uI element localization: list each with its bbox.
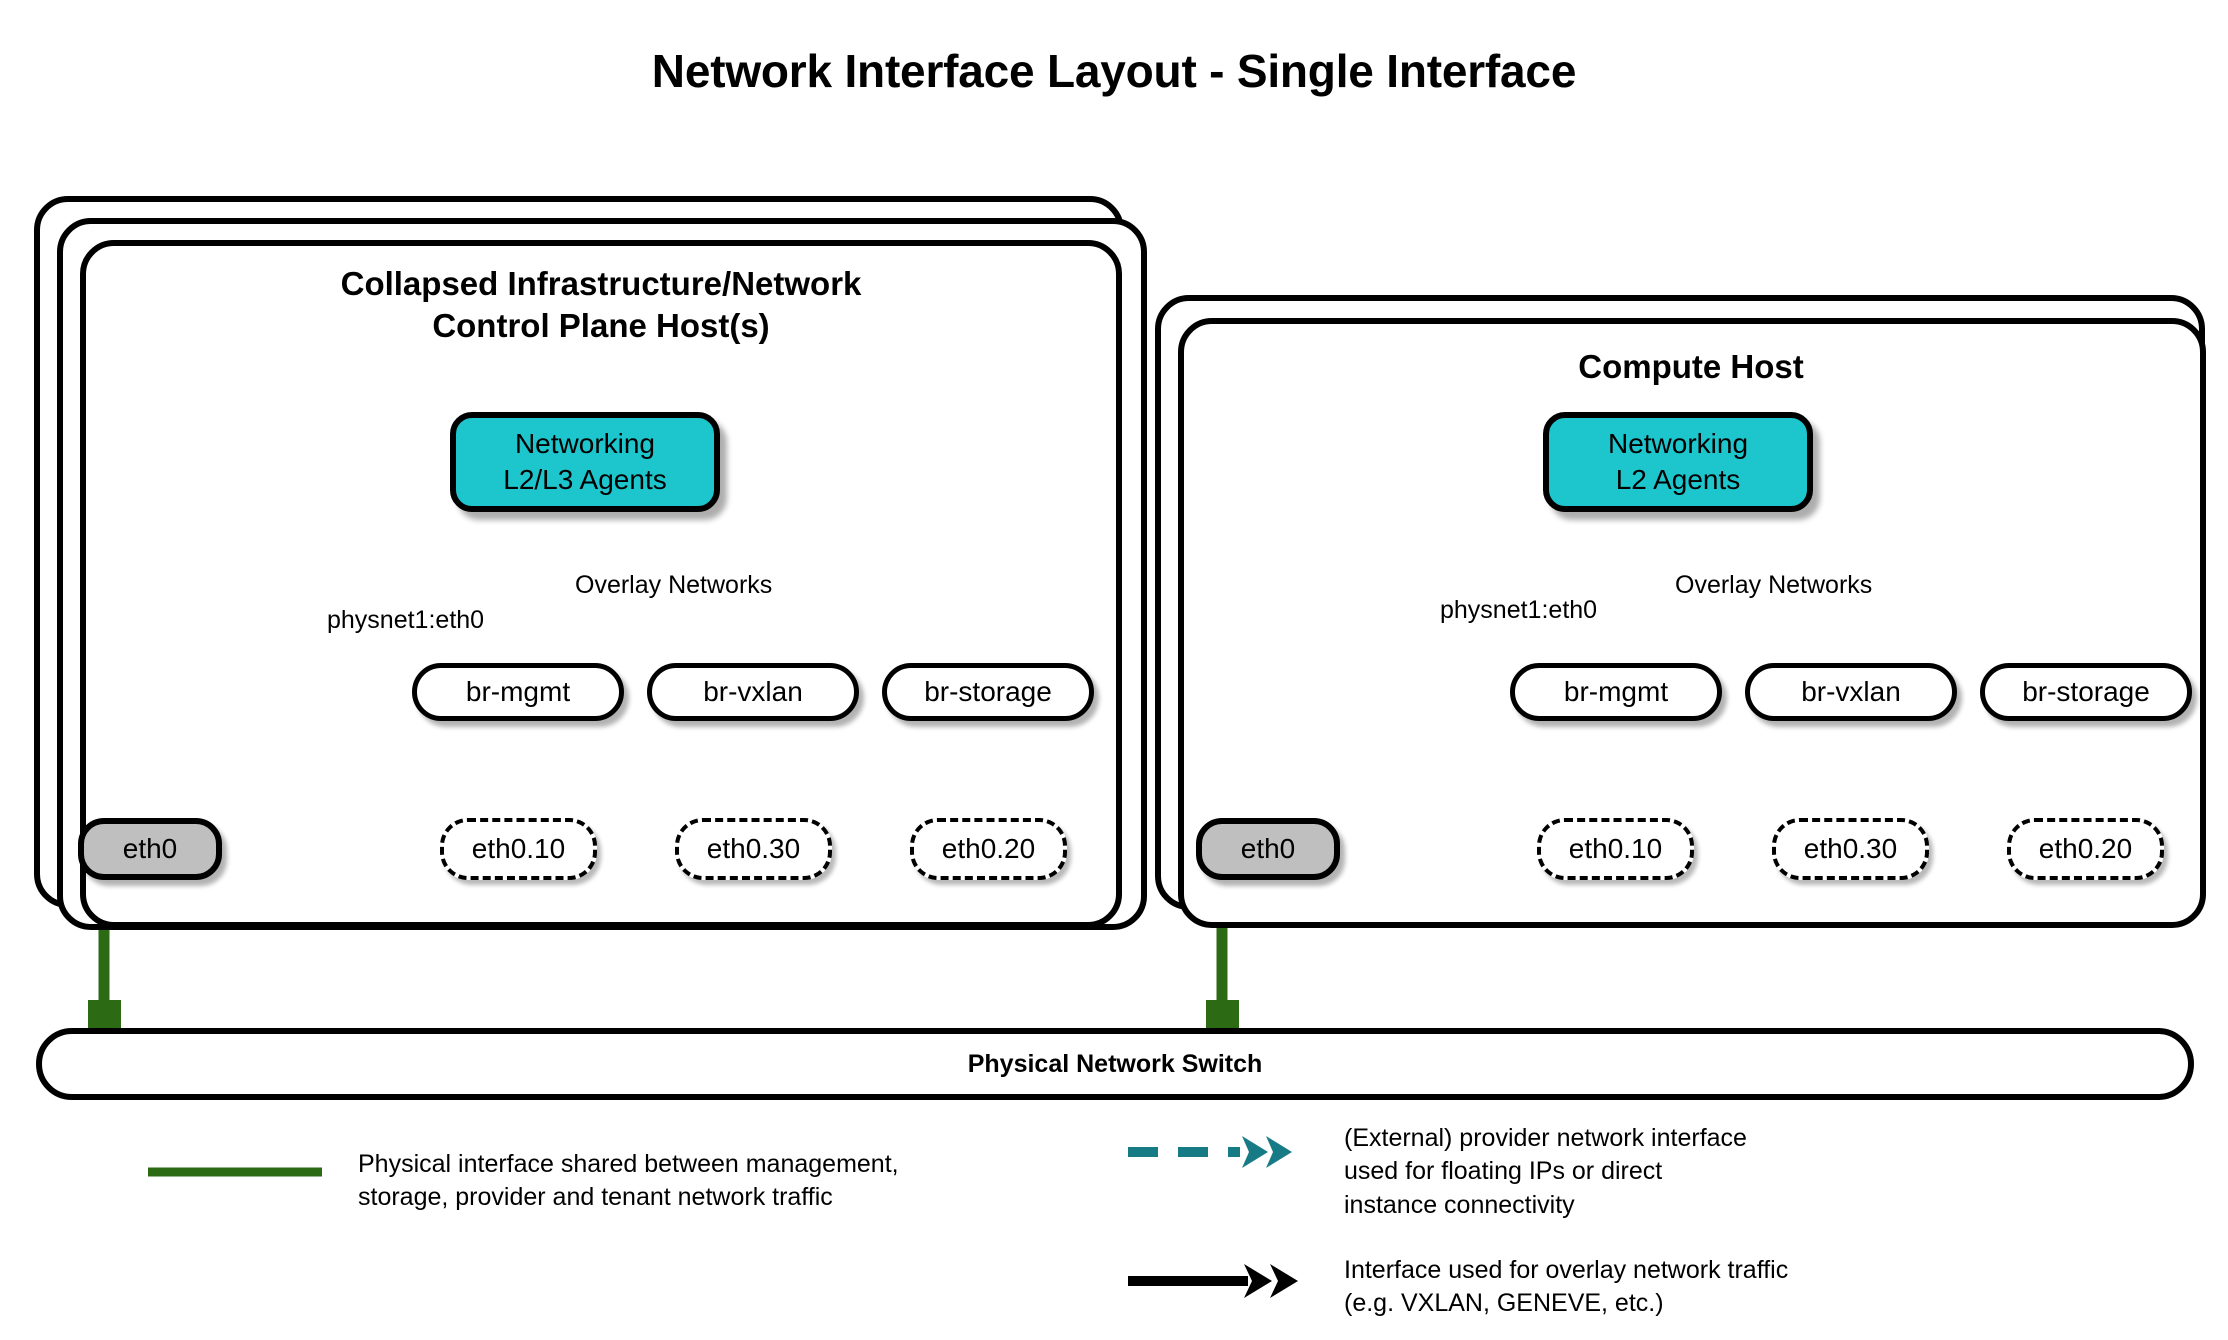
bridge-br-storage-control-plane[interactable]: br-storage (882, 663, 1094, 721)
vlan-interface-eth0-20-compute[interactable]: eth0.20 (2007, 818, 2164, 880)
host-title-control-plane: Collapsed Infrastructure/Network Control… (340, 265, 862, 345)
physical-interface-control-plane[interactable]: eth0 (78, 818, 222, 880)
legend-label-overlay-network-interface: Interface used for overlay network traff… (1344, 1256, 1789, 1318)
networking-agents-control-plane[interactable]: Networking L2/L3 Agents (450, 412, 720, 512)
vlan-interface-eth0-30-compute[interactable]: eth0.30 (1772, 818, 1929, 880)
physical-interface-compute[interactable]: eth0 (1196, 818, 1340, 880)
vlan-interface-eth0-30-control-plane[interactable]: eth0.30 (675, 818, 832, 880)
legend-label-provider-network-interface: (External) provider network interface us… (1344, 1124, 1747, 1219)
bridge-br-mgmt-control-plane[interactable]: br-mgmt (412, 663, 624, 721)
legend-glyph-provider-network-interface (1128, 1136, 1292, 1168)
overlay-link-label-control-plane: Overlay Networks (575, 571, 773, 599)
networking-agents-compute[interactable]: Networking L2 Agents (1543, 412, 1813, 512)
bridge-br-vxlan-compute[interactable]: br-vxlan (1745, 663, 1957, 721)
bridge-br-vxlan-control-plane[interactable]: br-vxlan (647, 663, 859, 721)
overlay-link-label-compute: Overlay Networks (1675, 571, 1873, 599)
provider-link-label-compute: physnet1:eth0 (1440, 596, 1598, 624)
vlan-interface-eth0-10-compute[interactable]: eth0.10 (1537, 818, 1694, 880)
legend-glyph-overlay-network-interface (1128, 1264, 1298, 1298)
legend-label-physical-interface: Physical interface shared between manage… (358, 1150, 899, 1212)
host-title-compute: Compute Host (1578, 348, 1804, 385)
vlan-interface-eth0-20-control-plane[interactable]: eth0.20 (910, 818, 1067, 880)
page-title: Network Interface Layout - Single Interf… (651, 45, 1577, 97)
bridge-br-mgmt-compute[interactable]: br-mgmt (1510, 663, 1722, 721)
vlan-interface-eth0-10-control-plane[interactable]: eth0.10 (440, 818, 597, 880)
physical-network-switch[interactable]: Physical Network Switch (36, 1028, 2194, 1100)
bridge-br-storage-compute[interactable]: br-storage (1980, 663, 2192, 721)
provider-link-label-control-plane: physnet1:eth0 (327, 606, 485, 634)
host-card-control-plane[interactable] (80, 240, 1122, 928)
